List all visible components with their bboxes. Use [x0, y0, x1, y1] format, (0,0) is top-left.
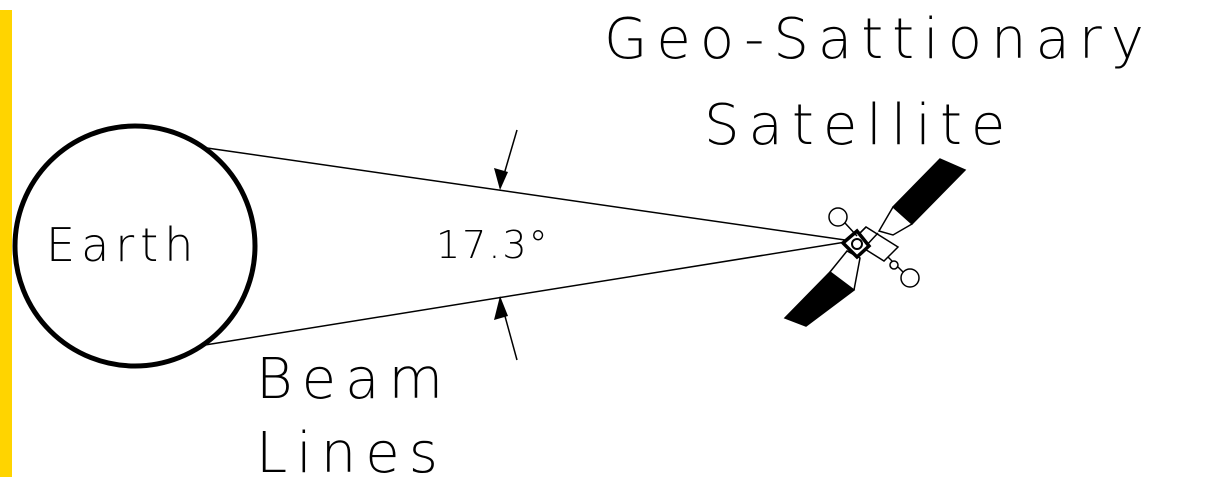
- earth-circle: [12, 123, 258, 369]
- angle-label: 17.3°: [436, 223, 550, 267]
- left-accent-bar: [0, 10, 12, 477]
- beam-label-line2: Lines: [256, 421, 447, 486]
- antenna-upper: [828, 207, 848, 227]
- angle-arrow-upper: [494, 129, 518, 190]
- satellite-icon: [783, 158, 967, 327]
- beam-label-line1: Beam: [256, 347, 452, 412]
- angle-arrow-lower: [494, 296, 518, 361]
- beam-line-lower: [204, 240, 853, 346]
- antenna-lower: [900, 268, 920, 288]
- satellite-title-line1: Geo-Sattionary: [604, 7, 1153, 72]
- beam-line-upper: [199, 146, 853, 242]
- satellite-title-line2: Satellite: [704, 93, 1015, 158]
- solar-panel-upper: [891, 158, 967, 226]
- solar-panel-lower: [783, 271, 856, 327]
- earth-label: Earth: [46, 218, 200, 272]
